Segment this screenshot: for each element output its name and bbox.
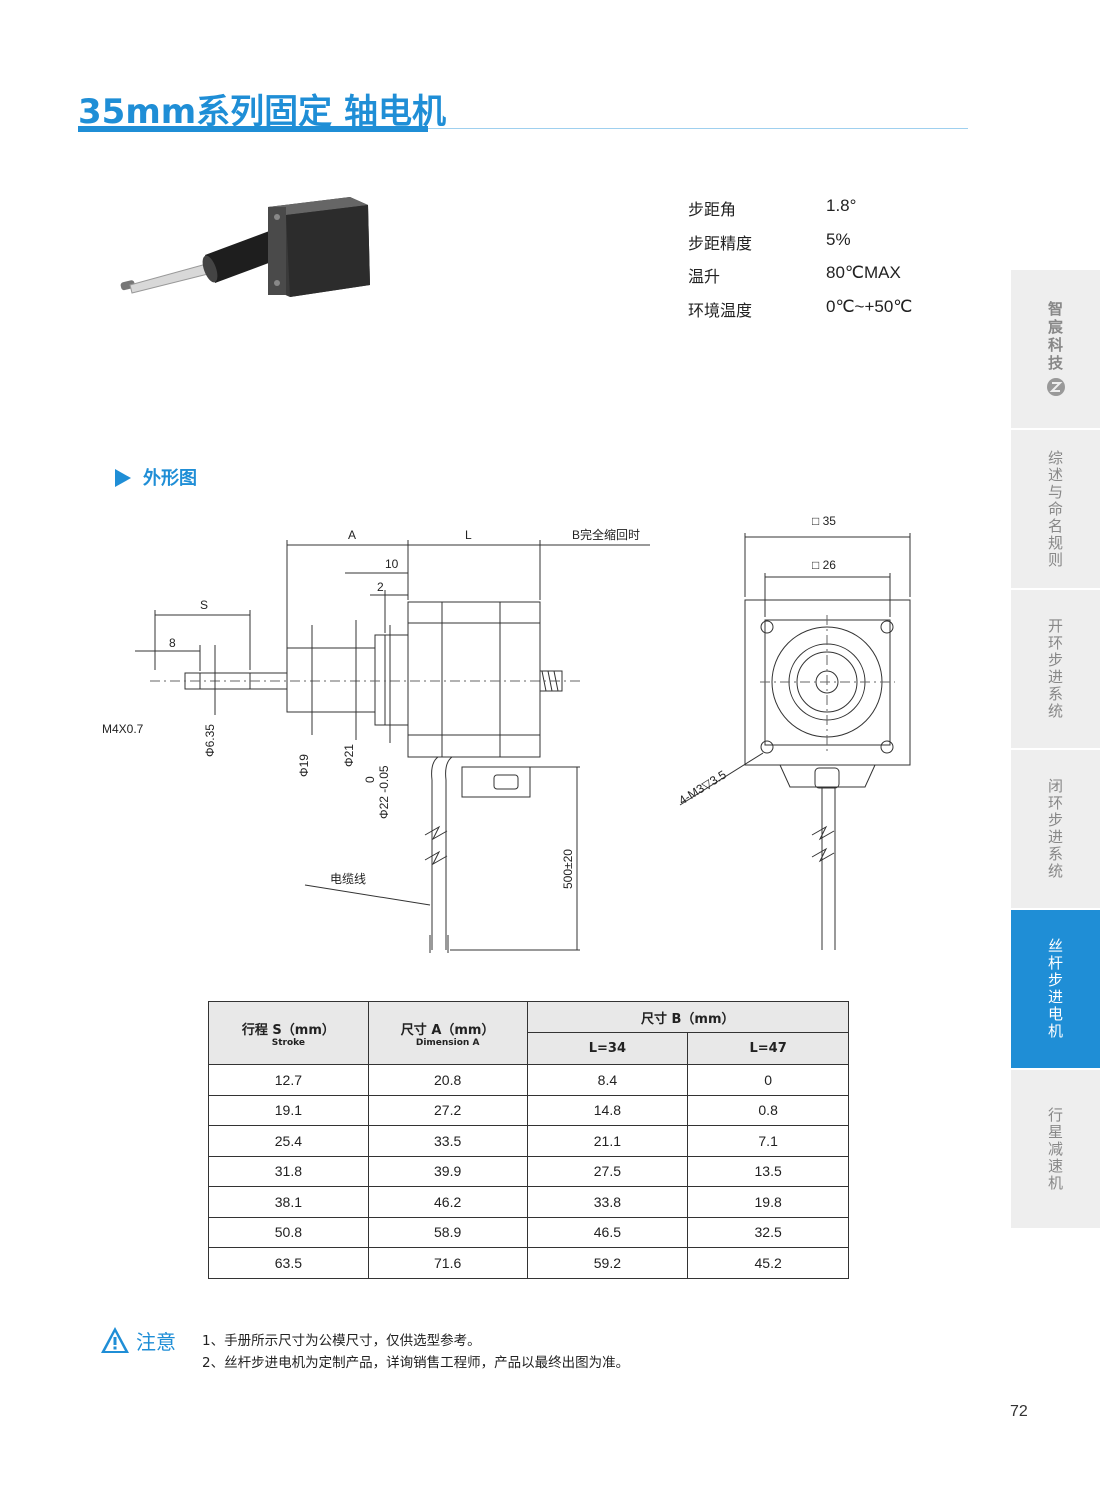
dim-d635: Φ6.35: [203, 724, 217, 757]
dim-d22-tol: 0: [363, 776, 377, 783]
dim-d19: Φ19: [297, 754, 311, 777]
table-cell: 45.2: [687, 1247, 849, 1279]
table-cell: 12.7: [208, 1064, 369, 1096]
table-cell: 25.4: [208, 1125, 369, 1157]
sidebar-item-planetary[interactable]: 行星减速机: [1011, 1070, 1100, 1228]
table-cell: 7.1: [687, 1125, 849, 1157]
sidebar-brand: 智宸科技: [1011, 270, 1100, 428]
note-label: 注意: [136, 1330, 176, 1354]
table-cell: 19.1: [208, 1094, 369, 1126]
section-title: 外形图: [143, 468, 197, 489]
note-lines: 1、手册所示尺寸为公模尺寸，仅供选型参考。 2、丝杆步进电机为定制产品，详询销售…: [202, 1330, 762, 1374]
thread-label: M4X0.7: [102, 722, 144, 736]
dimension-drawing: A L B完全缩回时 10 2 S 8 M4X0.7 Φ6.35 Φ19 Φ21…: [102, 514, 911, 953]
sidebar-item-label: 闭环步进系统: [1046, 778, 1064, 880]
warning-icon: [101, 1327, 129, 1353]
table-cell: 0.8: [687, 1094, 849, 1126]
header-dim-a-sub: Dimension A: [415, 1037, 480, 1048]
sidebar-item-label: 综述与命名规则: [1046, 449, 1064, 569]
sidebar-item-lead-screw[interactable]: 丝杆步进电机: [1011, 910, 1100, 1068]
header-dim-b: 尺寸 B（mm）: [526, 1001, 850, 1033]
dim-d21: Φ21: [342, 744, 356, 767]
table-cell: 27.2: [367, 1094, 528, 1126]
brand-logo-icon: [1046, 378, 1065, 396]
header-dim-a: 尺寸 A（mm） Dimension A: [367, 1001, 528, 1065]
table-cell: 20.8: [367, 1064, 528, 1096]
product-image: [120, 197, 370, 297]
holes-label: 4-M3▽3.5: [676, 767, 729, 807]
dim-b: B完全缩回时: [572, 527, 640, 542]
sidebar-item-label: 行星减速机: [1046, 1106, 1064, 1192]
header-stroke-sub: Stroke: [271, 1037, 306, 1048]
header-stroke: 行程 S（mm） Stroke: [208, 1001, 369, 1065]
triangle-bullet-icon: [115, 469, 131, 487]
table-cell: 13.5: [687, 1155, 849, 1187]
brand-name: 智宸科技: [1046, 301, 1064, 373]
table-cell: 27.5: [526, 1155, 689, 1187]
spec-value: 80℃MAX: [826, 263, 901, 282]
table-cell: 33.5: [367, 1125, 528, 1157]
note-line: 2、丝杆步进电机为定制产品，详询销售工程师，产品以最终出图为准。: [202, 1355, 630, 1371]
page-number: 72: [1010, 1403, 1028, 1420]
table-cell: 32.5: [687, 1216, 849, 1248]
dim-sq35: □ 35: [812, 514, 836, 528]
sidebar-item-label: 开环步进系统: [1046, 618, 1064, 720]
sidebar-item-closed-loop[interactable]: 闭环步进系统: [1011, 750, 1100, 908]
spec-label: 环境温度: [688, 300, 753, 320]
title-underline: [78, 126, 428, 132]
dim-l: L: [465, 528, 472, 542]
dim-10: 10: [385, 557, 399, 571]
table-cell: 31.8: [208, 1155, 369, 1187]
table-cell: 63.5: [208, 1247, 369, 1279]
table-cell: 14.8: [526, 1094, 689, 1126]
table-cell: 0: [687, 1064, 849, 1096]
dim-8: 8: [169, 636, 176, 650]
table-cell: 33.8: [526, 1186, 689, 1218]
spec-value: 5%: [826, 229, 851, 249]
table-cell: 21.1: [526, 1125, 689, 1157]
table-cell: 46.2: [367, 1186, 528, 1218]
dimension-table: 行程 S（mm） Stroke 尺寸 A（mm） Dimension A 尺寸 …: [208, 1001, 850, 1279]
spec-label: 步距精度: [688, 233, 753, 253]
sidebar-item-label: 丝杆步进电机: [1046, 938, 1064, 1040]
dim-a: A: [348, 528, 356, 542]
spec-label: 温升: [688, 267, 721, 286]
dim-sq26: □ 26: [812, 558, 836, 572]
table-cell: 38.1: [208, 1186, 369, 1218]
header-dim-a-label: 尺寸 A（mm）: [400, 1022, 495, 1038]
dim-2: 2: [377, 580, 384, 594]
title-rule: [428, 128, 968, 129]
header-l34: L=34: [526, 1032, 689, 1065]
spec-label: 步距角: [688, 200, 737, 219]
dim-d22: Φ22 -0.05: [377, 765, 391, 819]
section-heading: 外形图: [115, 464, 197, 490]
note-line: 1、手册所示尺寸为公模尺寸，仅供选型参考。: [202, 1333, 481, 1349]
chapter-sidebar: 智宸科技 综述与命名规则 开环步进系统 闭环步进系统 丝杆步进电机 行星减速机: [1011, 270, 1100, 1230]
table-cell: 59.2: [526, 1247, 689, 1279]
header-stroke-label: 行程 S（mm）: [241, 1022, 335, 1038]
table-cell: 19.8: [687, 1186, 849, 1218]
table-cell: 39.9: [367, 1155, 528, 1187]
table-cell: 58.9: [367, 1216, 528, 1248]
header-l47: L=47: [687, 1032, 849, 1065]
table-cell: 71.6: [367, 1247, 528, 1279]
cable-label: 电缆线: [330, 872, 366, 886]
dim-500: 500±20: [561, 849, 575, 889]
spec-value: 1.8°: [826, 196, 857, 215]
table-cell: 46.5: [526, 1216, 689, 1248]
spec-value: 0℃~+50℃: [826, 296, 913, 316]
page-title: 35mm系列固定 轴电机: [78, 92, 447, 132]
table-cell: 50.8: [208, 1216, 369, 1248]
sidebar-item-open-loop[interactable]: 开环步进系统: [1011, 590, 1100, 748]
table-cell: 8.4: [526, 1064, 689, 1096]
sidebar-item-overview[interactable]: 综述与命名规则: [1011, 430, 1100, 588]
dim-s: S: [200, 598, 208, 612]
